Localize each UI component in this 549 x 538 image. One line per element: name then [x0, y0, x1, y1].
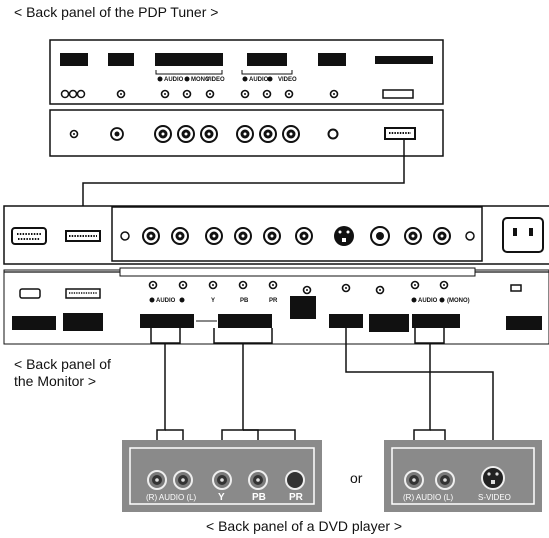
tuner-video-label-2: VIDEO: [278, 77, 297, 83]
monitor-audio-l-jack: [171, 227, 189, 245]
power-socket-icon: [502, 217, 544, 253]
tuner-dsub-small: [382, 89, 414, 99]
tuner-jack: [205, 89, 215, 99]
tuner-rca-jack: [236, 125, 254, 143]
monitor-audio2-l-jack: [433, 227, 451, 245]
monitor-y-jack: [205, 227, 223, 245]
tuner-jack: [240, 89, 250, 99]
dvd-svideo-jack: [481, 466, 505, 490]
dvd-svideo-label: S-VIDEO: [478, 493, 511, 502]
monitor-video-jack: [295, 227, 313, 245]
tuner-jack: [116, 89, 126, 99]
dvd2-audio-r-jack: [404, 470, 424, 490]
tuner-rca-jack: [282, 125, 300, 143]
dvd-panel-svideo: (R) AUDIO (L) S-VIDEO: [384, 440, 542, 512]
monitor-audio2-r-jack: [404, 227, 422, 245]
tuner-upper-panel: AUDIO MONO VIDEO AUDIO VIDEO: [49, 39, 444, 105]
monitor-panel-caption-line2: the Monitor >: [14, 373, 97, 389]
tuner-to-monitor-cable: [82, 139, 405, 226]
monitor-audio2-label: AUDIO: [418, 298, 438, 304]
dvd-y-label: Y: [218, 492, 225, 503]
tuner-jack: [160, 89, 170, 99]
dvd-pr-label: PR: [289, 492, 304, 503]
or-label: or: [350, 470, 363, 486]
dvd2-audio-l-jack: [435, 470, 455, 490]
tuner-rca-jack: [154, 125, 172, 143]
tuner-jack: [329, 89, 339, 99]
tuner-jack: [182, 89, 192, 99]
dvd-panel-component: (R) AUDIO (L) Y PB PR: [122, 440, 322, 512]
dvd-pr-jack: [285, 470, 305, 490]
dvd-panel-caption: < Back panel of a DVD player >: [206, 518, 403, 534]
monitor-mono-label: (MONO): [447, 298, 470, 304]
monitor-pb-label: PB: [240, 298, 249, 304]
tuner-antenna-connector: [60, 89, 86, 99]
monitor-pr-jack: [263, 227, 281, 245]
monitor-lower-panel: AUDIO Y PB PR AUDIO (MONO): [3, 267, 549, 345]
dvd-pb-jack: [248, 470, 268, 490]
monitor-upper-panel: [3, 205, 549, 265]
tuner-video-label-1: VIDEO: [206, 77, 225, 83]
monitor-svideo-jack: [334, 226, 354, 246]
dvd-pb-label: PB: [252, 492, 266, 503]
dvd-y-jack: [212, 470, 232, 490]
tuner-jack: [262, 89, 272, 99]
tuner-audio-label-1: AUDIO: [164, 77, 184, 83]
tuner-lower-panel: [49, 109, 444, 157]
tuner-rca-jack: [200, 125, 218, 143]
dvd-audio-r-jack: [147, 470, 167, 490]
tuner-mono-label: MONO: [191, 77, 210, 83]
dvd-audio-label-left: (R) AUDIO (L): [146, 493, 197, 502]
tuner-rca-jack: [177, 125, 195, 143]
tuner-audio-label-2: AUDIO: [249, 77, 269, 83]
tuner-panel-caption: < Back panel of the PDP Tuner >: [14, 4, 219, 20]
monitor-pr-label: PR: [269, 298, 278, 304]
monitor-y-label: Y: [211, 298, 215, 304]
tuner-rca-jack: [259, 125, 277, 143]
dvd-audio-label-right: (R) AUDIO (L): [403, 493, 454, 502]
monitor-panel-caption-line1: < Back panel of: [14, 356, 111, 372]
dvd-audio-l-jack: [173, 470, 193, 490]
monitor-audio-r-jack: [142, 227, 160, 245]
monitor-pb-jack: [234, 227, 252, 245]
tuner-jack: [284, 89, 294, 99]
monitor-audio-label: AUDIO: [156, 298, 176, 304]
